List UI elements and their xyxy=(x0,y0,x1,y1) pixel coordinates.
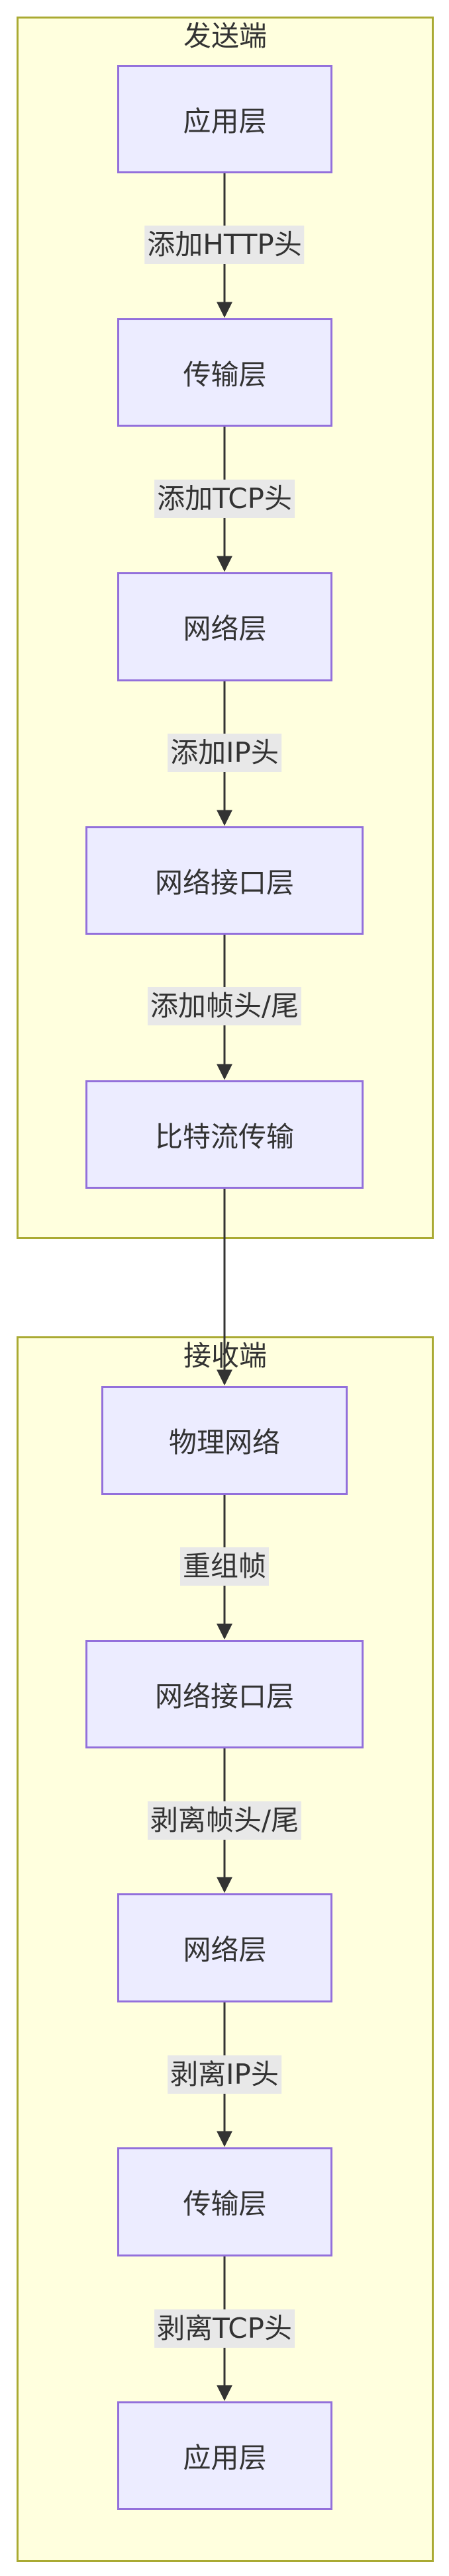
receiver-node-network-layer: 网络层 xyxy=(117,1893,332,2002)
edge-label-add-frame-header-trailer: 添加帧头/尾 xyxy=(147,987,302,1025)
edge-label-add-tcp-header: 添加TCP头 xyxy=(154,480,295,518)
receiver-node-network-interface-layer: 网络接口层 xyxy=(85,1640,364,1748)
receiver-node-physical-network: 物理网络 xyxy=(101,1386,348,1495)
receiver-node-transport-layer: 传输层 xyxy=(117,2147,332,2256)
sender-node-network-interface-layer: 网络接口层 xyxy=(85,826,364,935)
edge-label-reassemble-frame: 重组帧 xyxy=(179,1547,270,1586)
edge-label-add-ip-header: 添加IP头 xyxy=(168,734,281,772)
sender-node-bitstream-transmission: 比特流传输 xyxy=(85,1080,364,1189)
edge-label-add-http-header: 添加HTTP头 xyxy=(144,226,305,264)
edge-label-strip-tcp-header: 剥离TCP头 xyxy=(154,2309,295,2348)
edge-label-strip-frame-header-trailer: 剥离帧头/尾 xyxy=(147,1801,302,1840)
edge-label-strip-ip-header: 剥离IP头 xyxy=(168,2055,281,2094)
sender-node-application-layer: 应用层 xyxy=(117,65,332,173)
sender-node-network-layer: 网络层 xyxy=(117,572,332,681)
sender-node-transport-layer: 传输层 xyxy=(117,318,332,427)
sender-cluster-title: 发送端 xyxy=(183,20,267,52)
receiver-node-application-layer: 应用层 xyxy=(117,2401,332,2510)
